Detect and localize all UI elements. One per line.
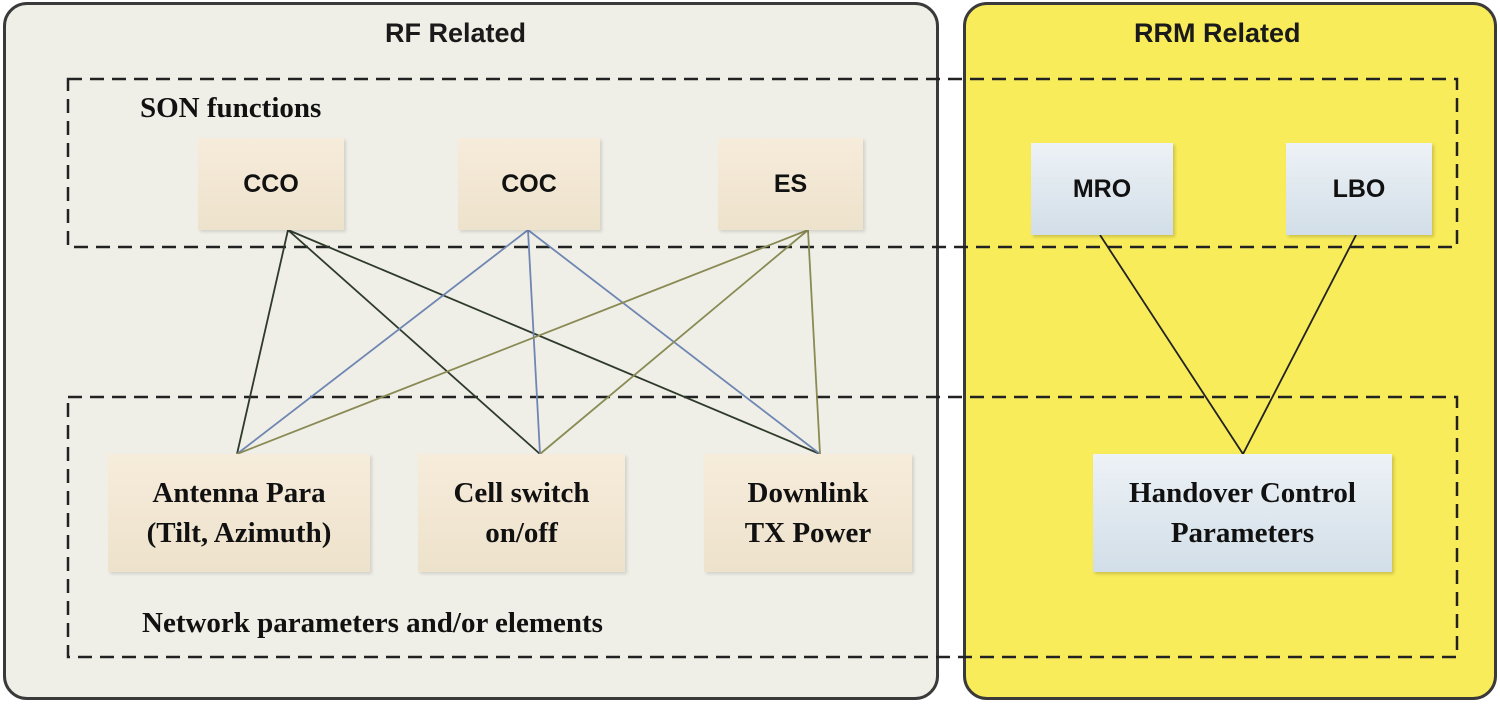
link-line-coc-4 <box>527 229 541 455</box>
handover-params-box: Handover Control Parameters <box>1093 454 1392 572</box>
network-parameters-group <box>66 395 1459 659</box>
link-line-coc-3 <box>236 229 529 455</box>
network-parameters-label: Network parameters and/or elements <box>142 607 603 639</box>
rf-related-panel <box>3 2 939 700</box>
es-box: ES <box>718 138 863 230</box>
antenna-param-box: Antenna Para (Tilt, Azimuth) <box>108 454 370 572</box>
link-line-es-7 <box>539 229 809 455</box>
coc-box: COC <box>458 138 600 230</box>
link-line-cco-1 <box>287 229 541 455</box>
cco-box: CCO <box>198 138 344 230</box>
link-line-cco-2 <box>287 229 821 455</box>
cell-switch-box: Cell switch on/off <box>418 454 625 572</box>
link-line-mro-9 <box>1099 234 1244 455</box>
link-line-lbo-10 <box>1242 234 1357 455</box>
link-line-es-8 <box>807 229 821 455</box>
rf-panel-title: RF Related <box>385 18 527 48</box>
mro-box: MRO <box>1031 143 1173 235</box>
rrm-panel-title: RRM Related <box>1134 18 1301 48</box>
link-line-cco-0 <box>236 229 289 455</box>
link-lines <box>236 229 1357 455</box>
downlink-power-box: Downlink TX Power <box>704 454 912 572</box>
link-line-es-6 <box>236 229 809 455</box>
son-functions-label: SON functions <box>140 92 322 124</box>
rrm-related-panel <box>963 2 1497 700</box>
lbo-box: LBO <box>1286 143 1432 235</box>
